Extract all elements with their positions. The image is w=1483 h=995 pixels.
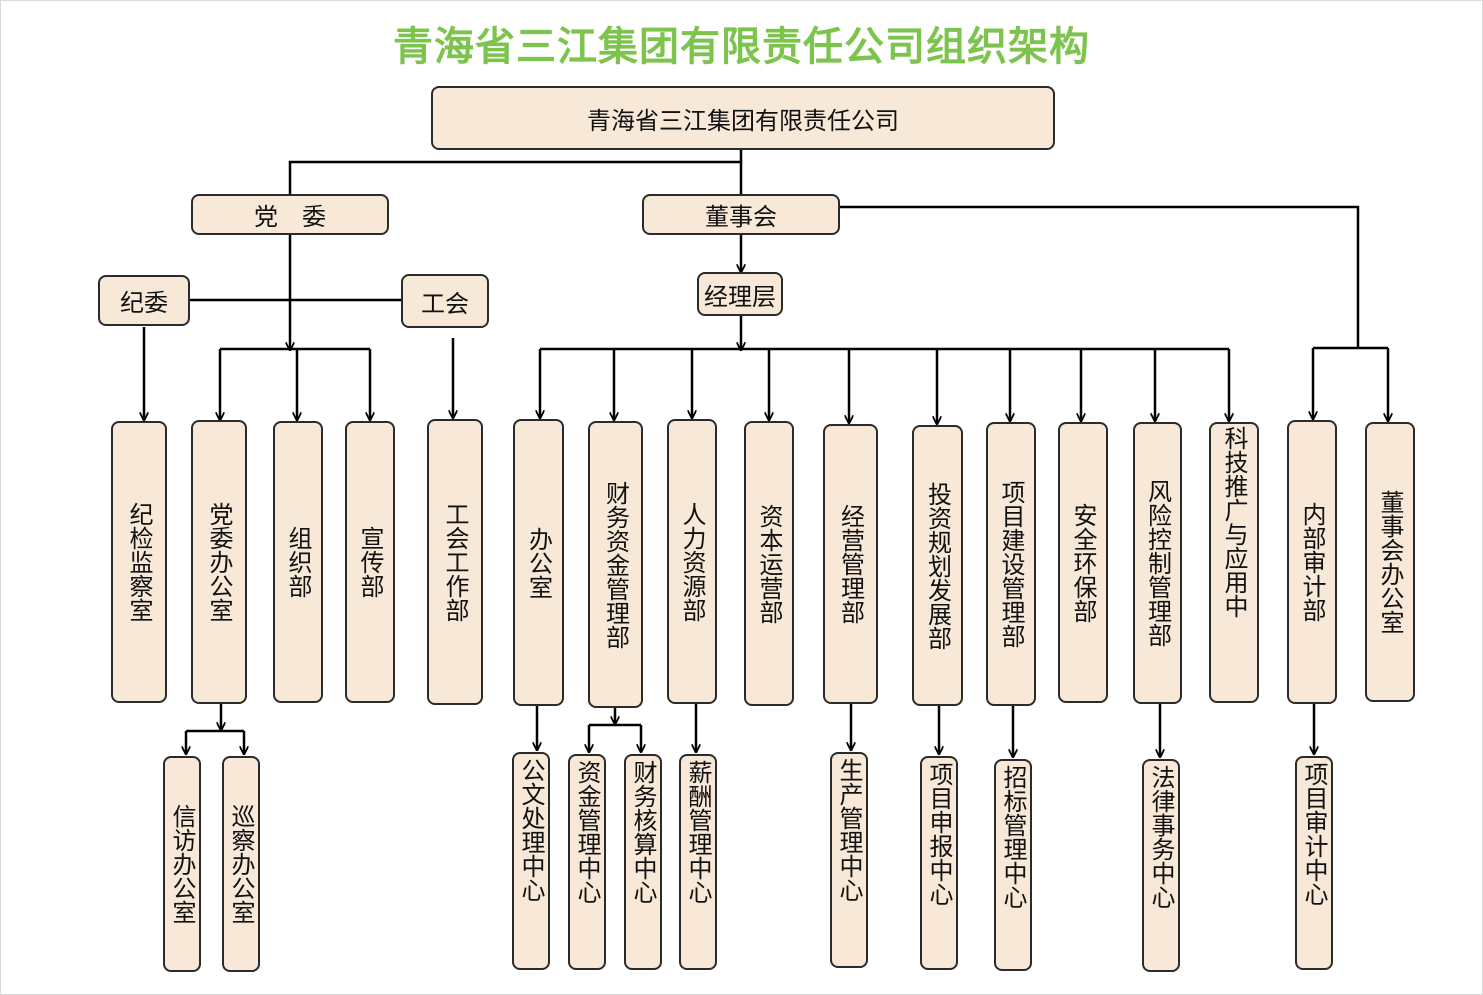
center-project-audit: 项目审计中心 bbox=[1295, 756, 1333, 970]
center-fund: 资金管理中心 bbox=[568, 754, 606, 970]
center-legal: 法律事务中心 bbox=[1142, 759, 1180, 972]
line-company-split bbox=[288, 150, 743, 194]
dept-internal-audit: 内部审计部 bbox=[1287, 420, 1337, 704]
center-petition: 信访办公室 bbox=[163, 756, 201, 972]
dept-board-office: 董事会办公室 bbox=[1365, 422, 1415, 702]
dept-party-office: 党委办公室 bbox=[191, 420, 247, 704]
node-party-committee: 党 委 bbox=[191, 194, 389, 235]
node-company: 青海省三江集团有限责任公司 bbox=[431, 86, 1055, 150]
dept-hr: 人力资源部 bbox=[667, 419, 717, 704]
node-union: 工会 bbox=[401, 274, 489, 328]
dept-safety-env: 安全环保部 bbox=[1058, 422, 1108, 703]
center-project-declaration: 项目申报中心 bbox=[920, 756, 958, 970]
dept-tech-promotion: 科技推广与应用中 bbox=[1209, 422, 1259, 703]
dept-risk-control: 风险控制管理部 bbox=[1133, 422, 1182, 704]
dept-organization: 组织部 bbox=[273, 421, 323, 703]
center-production: 生产管理中心 bbox=[830, 752, 868, 968]
dept-business-mgmt: 经营管理部 bbox=[823, 424, 878, 704]
dept-finance: 财务资金管理部 bbox=[588, 421, 643, 708]
center-document: 公文处理中心 bbox=[512, 752, 550, 970]
dept-investment-planning: 投资规划发展部 bbox=[912, 425, 963, 706]
dept-project-construction: 项目建设管理部 bbox=[986, 422, 1036, 706]
node-discipline-committee: 纪委 bbox=[98, 275, 190, 326]
center-inspection: 巡察办公室 bbox=[222, 756, 260, 972]
center-salary: 薪酬管理中心 bbox=[679, 754, 717, 970]
center-bidding: 招标管理中心 bbox=[994, 759, 1032, 971]
center-accounting: 财务核算中心 bbox=[624, 754, 662, 970]
dept-publicity: 宣传部 bbox=[345, 421, 395, 703]
node-management: 经理层 bbox=[697, 272, 783, 316]
line-board-right bbox=[840, 205, 1360, 348]
dept-general-office: 办公室 bbox=[513, 419, 564, 706]
dept-union-work: 工会工作部 bbox=[427, 419, 483, 705]
dept-capital-ops: 资本运营部 bbox=[744, 421, 794, 706]
dept-discipline-office: 纪检监察室 bbox=[111, 421, 167, 703]
node-board: 董事会 bbox=[642, 194, 840, 235]
chart-title: 青海省三江集团有限责任公司组织架构 bbox=[393, 24, 1090, 70]
